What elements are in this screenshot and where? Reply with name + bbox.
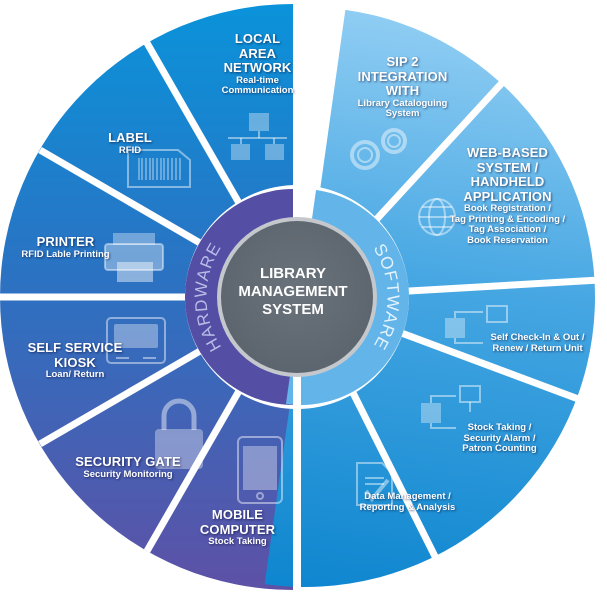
segment-data-management[interactable]: Data Management / Reporting & Analysis — [345, 491, 470, 513]
flowchart-icon — [421, 385, 481, 429]
hardware-half — [0, 4, 297, 590]
center-title-line: MANAGEMENT — [238, 283, 348, 300]
segment-title: KIOSK — [54, 354, 96, 370]
segment-subtitle: Library Cataloguing — [357, 97, 448, 109]
segment-subtitle: System — [385, 108, 420, 120]
segment-subtitle: Communication — [221, 85, 294, 97]
segment-title: SIP 2 — [386, 54, 419, 69]
segment-title: WEB-BASED — [466, 145, 549, 160]
segment-subtitle: Security Alarm / — [463, 432, 536, 444]
barcode-label-icon — [127, 149, 191, 188]
segment-title: SYSTEM / — [476, 159, 539, 175]
segment-subtitle: RFID — [118, 144, 142, 156]
segment-subtitle: Self Check-In & Out / — [490, 332, 585, 343]
padlock-icon — [155, 398, 203, 469]
segment-subtitle: Reporting & Analysis — [359, 501, 456, 513]
document-check-icon — [356, 462, 393, 506]
segment-stock-taking[interactable]: Stock Taking / Security Alarm / Patron C… — [447, 422, 552, 455]
segment-title: MOBILE — [211, 507, 264, 522]
segment-printer[interactable]: PRINTER RFID Lable Printing — [8, 234, 123, 260]
segment-title: LOCAL — [234, 31, 281, 46]
segment-subtitle: Stock Taking / — [467, 422, 532, 433]
segment-title: SELF SERVICE — [27, 340, 123, 355]
segment-title: PRINTER — [36, 234, 95, 249]
segment-label[interactable]: LABEL RFID — [95, 130, 165, 156]
segment-security-gate[interactable]: SECURITY GATE Security Monitoring — [68, 454, 188, 480]
center-title: LIBRARY MANAGEMENT SYSTEM — [218, 265, 368, 319]
segment-title: AREA — [238, 45, 277, 61]
segment-title: INTEGRATION — [357, 68, 448, 84]
segment-subtitle: Real-time — [236, 74, 279, 86]
segment-self-check-in-out[interactable]: Self Check-In & Out / Renew / Return Uni… — [475, 332, 600, 354]
printer-icon — [104, 233, 164, 282]
segment-subtitle: Security Monitoring — [83, 468, 173, 480]
segment-mobile-computer[interactable]: MOBILE COMPUTER Stock Taking — [190, 507, 285, 548]
center-title-line: LIBRARY — [259, 265, 327, 282]
globe-icon — [418, 198, 456, 236]
segment-title: SECURITY GATE — [75, 454, 181, 469]
hub-circle — [221, 221, 373, 373]
segment-title: NETWORK — [223, 60, 292, 76]
segment-subtitle: RFID Lable Printing — [21, 248, 110, 260]
segment-subtitle: Data Management / — [364, 491, 451, 502]
segment-web-based-system[interactable]: WEB-BASED SYSTEM / HANDHELD APPLICATION … — [440, 145, 575, 247]
segment-subtitle: Loan/ Return — [45, 369, 105, 381]
segment-subtitle: Book Registration / — [463, 203, 552, 215]
segment-title: WITH — [385, 83, 420, 99]
segment-title: HANDHELD — [470, 174, 545, 190]
segment-subtitle: Tag Printing & Encoding / — [449, 213, 566, 225]
segment-local-area-network[interactable]: LOCAL AREA NETWORK Real-time Communicati… — [210, 31, 305, 97]
center-title-line: SYSTEM — [262, 301, 324, 318]
segment-subtitle: Tag Association / — [468, 224, 547, 236]
flowchart-icon — [445, 305, 508, 344]
mobile-device-icon — [237, 436, 283, 504]
segment-subtitle: Book Reservation — [467, 235, 548, 247]
segment-self-service-kiosk[interactable]: SELF SERVICE KIOSK Loan/ Return — [20, 340, 130, 381]
segment-subtitle: Renew / Return Unit — [492, 342, 583, 354]
segment-sip2-integration[interactable]: SIP 2 INTEGRATION WITH Library Catalogui… — [350, 54, 455, 120]
network-icon — [228, 113, 287, 160]
kiosk-icon — [106, 317, 166, 364]
gears-icon — [350, 128, 407, 170]
segment-subtitle: Patron Counting — [462, 443, 537, 455]
segment-title: LABEL — [108, 130, 152, 145]
segment-title: APPLICATION — [463, 188, 552, 204]
segment-title: COMPUTER — [199, 521, 276, 537]
segment-subtitle: Stock Taking — [208, 536, 267, 548]
